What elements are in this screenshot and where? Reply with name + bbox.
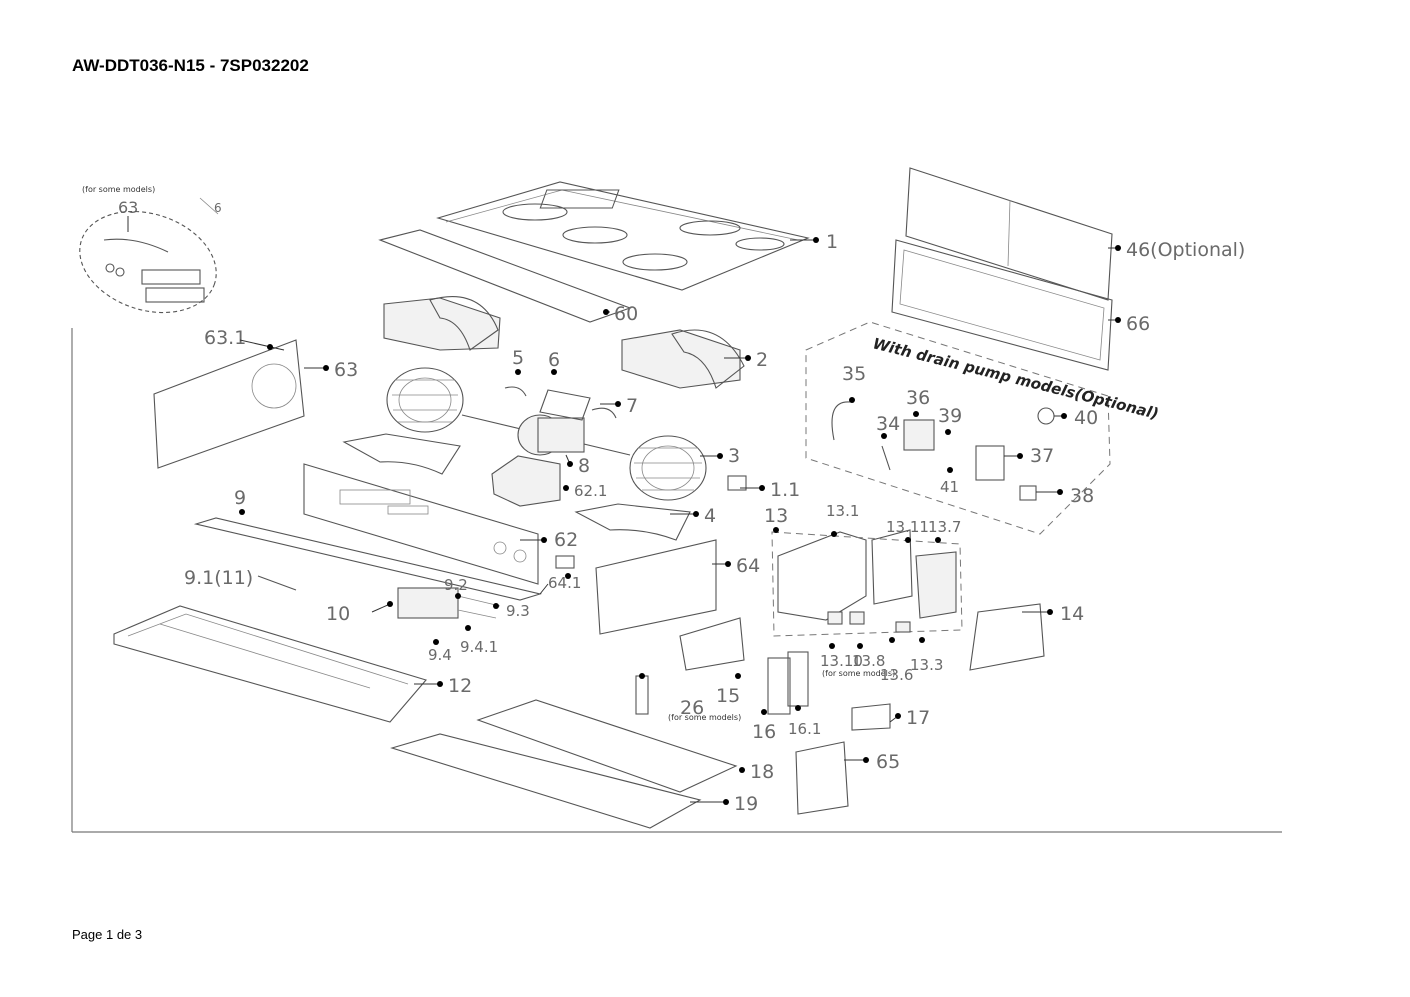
note-some-models-top: (for some models) — [82, 185, 155, 194]
cover-plate-60 — [378, 229, 632, 323]
callout-13-6: 13.6 — [880, 666, 913, 684]
note-some-models-13: (for some models) — [822, 669, 895, 678]
callout-1-1: 1.1 — [770, 479, 800, 501]
callout-8: 8 — [578, 455, 590, 477]
accessory-kit-drawing: (for some models) 63 6 — [79, 185, 222, 314]
callout-14: 14 — [1060, 603, 1084, 625]
top-panel-drawing — [436, 181, 810, 291]
callout-3: 3 — [728, 445, 740, 467]
callout-6: 6 — [548, 349, 560, 371]
display-board-16-1 — [787, 651, 809, 707]
filter-frame-drawing — [891, 167, 1113, 371]
callout-labels: 1 1.1 2 3 4 5 6 7 8 9 9.1(11) 9.2 9.3 9.… — [184, 231, 1245, 815]
callout-63: 63 — [334, 359, 358, 381]
callout-13: 13 — [764, 505, 788, 527]
callout-62-1: 62.1 — [574, 482, 607, 500]
coil-drawing — [257, 575, 501, 619]
callout-13-10: 13.10 — [820, 652, 863, 670]
callout-34: 34 — [876, 413, 900, 435]
callout-36: 36 — [906, 387, 930, 409]
callout-19: 19 — [734, 793, 758, 815]
callout-38: 38 — [1070, 485, 1094, 507]
callout-15: 15 — [716, 685, 740, 707]
callout-63-1: 63.1 — [204, 327, 246, 349]
callout-13-7: 13.7 — [928, 518, 961, 536]
callout-60: 60 — [614, 303, 638, 325]
part-1-1 — [727, 475, 747, 491]
cover-15 — [679, 617, 745, 671]
page-number-label: Page 1 de 3 — [72, 927, 143, 942]
fan-housing-lower-drawing — [342, 433, 691, 541]
callout-9-4-1: 9.4.1 — [460, 638, 498, 656]
side-panel-63 — [153, 339, 305, 469]
panel-64 — [595, 539, 717, 635]
callout-39: 39 — [938, 405, 962, 427]
callout-54: 63 — [118, 198, 138, 217]
callout-16: 16 — [752, 721, 776, 743]
callout-64-1: 64.1 — [548, 574, 581, 592]
callout-9: 9 — [234, 487, 246, 509]
panel-65 — [795, 741, 849, 815]
drain-pump-region — [805, 321, 1111, 535]
fan-housing-upper-drawing — [383, 296, 745, 389]
callout-12: 12 — [448, 675, 472, 697]
motor-drawing — [491, 386, 617, 507]
callout-9-4: 9.4 — [428, 646, 452, 664]
part-26 — [635, 675, 649, 715]
callout-66: 66 — [1126, 313, 1150, 335]
callout-18: 18 — [750, 761, 774, 783]
front-panel-drawing — [303, 463, 539, 585]
electric-box-drawing — [771, 529, 963, 637]
callout-62: 62 — [554, 529, 578, 551]
callout-9-2: 9.2 — [444, 576, 468, 594]
callout-35: 35 — [842, 363, 866, 385]
callout-9-3: 9.3 — [506, 602, 530, 620]
callout-clipped-6: 6 — [214, 201, 222, 215]
filter-panels-drawing — [390, 699, 738, 829]
callout-13-11: 13.11 — [886, 518, 929, 536]
callout-1: 1 — [826, 231, 838, 253]
display-16 — [767, 657, 791, 715]
drain-pan-drawing — [113, 605, 427, 723]
callout-16-1: 16.1 — [788, 720, 821, 738]
callout-64: 64 — [736, 555, 760, 577]
callout-40: 40 — [1074, 407, 1098, 429]
callout-17: 17 — [906, 707, 930, 729]
callout-13-8: 13.8 — [852, 652, 885, 670]
callout-13-3: 13.3 — [910, 656, 943, 674]
leader-lines — [239, 237, 1121, 805]
callout-65: 65 — [876, 751, 900, 773]
part-17 — [851, 703, 891, 731]
part-64-1 — [555, 555, 575, 569]
drain-pump-parts — [831, 401, 1055, 501]
callout-2: 2 — [756, 349, 768, 371]
callout-9-1: 9.1(11) — [184, 567, 253, 589]
callout-46: 46(Optional) — [1126, 239, 1245, 261]
callout-41: 41 — [940, 478, 959, 496]
note-some-models-26: (for some models) — [668, 713, 741, 722]
callout-4: 4 — [704, 505, 716, 527]
document-title: AW-DDT036-N15 - 7SP032202 — [72, 56, 309, 75]
callout-13-1: 13.1 — [826, 502, 859, 520]
callout-26: 26 — [680, 697, 704, 719]
callout-5: 5 — [512, 347, 524, 369]
callout-37: 37 — [1030, 445, 1054, 467]
drain-pump-title: With drain pump models(Optional) — [871, 334, 1160, 423]
callout-10: 10 — [326, 603, 350, 625]
panel-14 — [969, 603, 1045, 671]
callout-7: 7 — [626, 395, 638, 417]
